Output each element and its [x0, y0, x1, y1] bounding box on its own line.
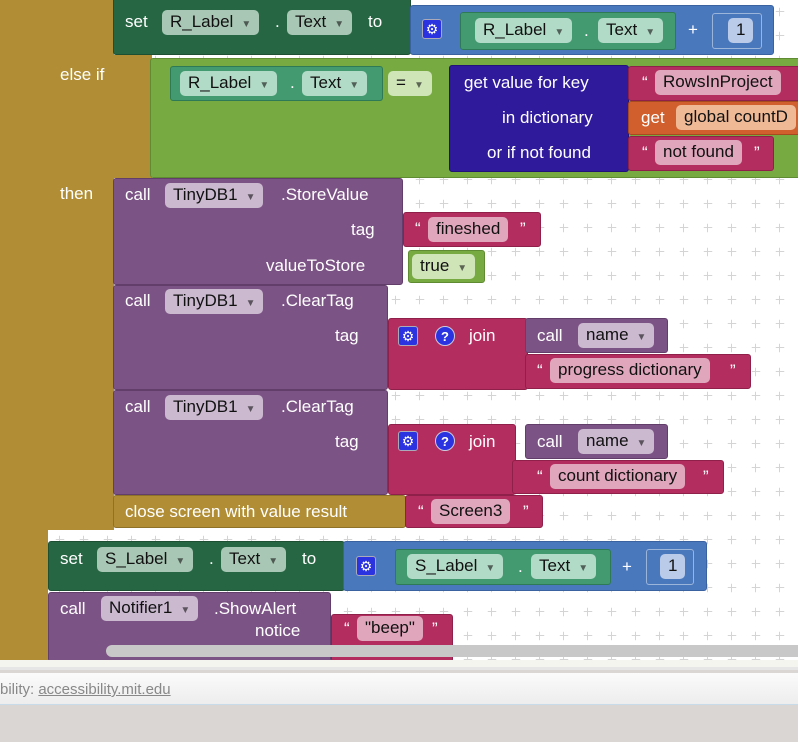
text-field[interactable]: Screen3 [431, 499, 511, 524]
horizontal-scrollbar[interactable] [106, 645, 798, 657]
number-field[interactable]: 1 [728, 18, 754, 43]
component-dropdown[interactable]: TinyDB1▼ [165, 395, 264, 420]
text-field[interactable]: count dictionary [550, 464, 686, 489]
join-label: join [469, 326, 496, 345]
to-label: to [368, 12, 383, 31]
dictionary-lookup-block[interactable] [449, 65, 629, 172]
gear-icon[interactable]: ⚙ [398, 326, 418, 346]
operator-dropdown[interactable]: =▼ [388, 71, 432, 96]
quote: ” [730, 361, 736, 380]
plus-label: + [622, 557, 632, 576]
get-value-label: get value for key [464, 73, 589, 92]
quote: ” [432, 619, 438, 638]
number-field[interactable]: 1 [660, 554, 686, 579]
property-dropdown[interactable]: Text▼ [302, 71, 368, 96]
component-dropdown[interactable]: R_Label▼ [180, 71, 278, 96]
then-label: then [60, 184, 94, 203]
join-label: join [469, 432, 496, 451]
variable-dropdown[interactable]: global countD [676, 105, 796, 130]
not-found-label: or if not found [487, 143, 591, 162]
boolean-dropdown[interactable]: true▼ [412, 254, 476, 279]
quote: “ [537, 467, 543, 486]
set-label: set [125, 12, 148, 31]
divider [0, 660, 798, 670]
method-label: .ClearTag [281, 397, 354, 416]
component-dropdown[interactable]: TinyDB1▼ [165, 183, 264, 208]
quote: “ [344, 619, 350, 638]
method-label: .ClearTag [281, 291, 354, 310]
footer: bility: accessibility.mit.edu [0, 673, 798, 705]
gear-icon[interactable]: ⚙ [398, 431, 418, 451]
text-field[interactable]: fineshed [428, 217, 509, 242]
quote: ” [520, 219, 526, 238]
dot: . [584, 21, 589, 40]
component-dropdown[interactable]: R_Label▼ [475, 18, 573, 43]
call-label: call [125, 185, 151, 204]
property-dropdown[interactable]: Text▼ [287, 10, 353, 35]
footer-text: bility: [0, 681, 39, 698]
if-block[interactable] [0, 0, 48, 660]
dot: . [275, 12, 280, 31]
accessibility-link[interactable]: accessibility.mit.edu [38, 681, 171, 698]
quote: ” [703, 467, 709, 486]
component-dropdown[interactable]: R_Label▼ [162, 10, 260, 35]
dot: . [290, 73, 295, 92]
property-dropdown[interactable]: Text▼ [598, 18, 664, 43]
dot: . [518, 557, 523, 576]
text-field[interactable]: RowsInProject [655, 70, 781, 95]
set-label: set [60, 549, 83, 568]
quote: “ [537, 361, 543, 380]
set-s-label-block[interactable] [48, 541, 345, 591]
quote: ” [523, 502, 529, 521]
plus-label: + [688, 20, 698, 39]
dot: . [209, 549, 214, 568]
text-field[interactable]: "beep" [357, 616, 423, 641]
call-label: call [60, 599, 86, 618]
set-r-label-block[interactable] [113, 0, 411, 55]
quote: “ [642, 73, 648, 92]
tag-label: tag [335, 326, 359, 345]
call-label: call [537, 326, 563, 345]
quote: “ [418, 502, 424, 521]
close-screen-block[interactable] [113, 495, 406, 528]
to-label: to [302, 549, 317, 568]
method-label: .StoreValue [281, 185, 369, 204]
in-dictionary-label: in dictionary [502, 108, 593, 127]
call-label: call [537, 432, 563, 451]
tag-label: tag [351, 220, 375, 239]
elseif-label: else if [60, 65, 105, 84]
notice-label: notice [255, 621, 301, 640]
property-dropdown[interactable]: Text▼ [531, 554, 597, 579]
get-label: get [641, 108, 665, 127]
procedure-dropdown[interactable]: name▼ [578, 429, 655, 454]
component-dropdown[interactable]: TinyDB1▼ [165, 289, 264, 314]
call-label: call [125, 291, 151, 310]
tag-label: tag [335, 432, 359, 451]
quote: “ [415, 219, 421, 238]
gear-icon[interactable]: ⚙ [356, 556, 376, 576]
component-dropdown[interactable]: S_Label▼ [97, 547, 194, 572]
component-dropdown[interactable]: Notifier1▼ [101, 596, 199, 621]
blocks-workspace[interactable]: else if then set R_Label▼ . Text▼ to ⚙ R… [0, 0, 798, 660]
help-icon[interactable]: ? [435, 431, 455, 451]
quote: ” [754, 143, 760, 162]
quote: “ [642, 143, 648, 162]
text-field[interactable]: not found [655, 140, 742, 165]
value-to-store-label: valueToStore [266, 256, 366, 275]
call-label: call [125, 397, 151, 416]
component-dropdown[interactable]: S_Label▼ [407, 554, 504, 579]
help-icon[interactable]: ? [435, 326, 455, 346]
close-screen-label: close screen with value result [125, 502, 348, 521]
elseif-row [48, 55, 152, 178]
gear-icon[interactable]: ⚙ [422, 19, 442, 39]
property-dropdown[interactable]: Text▼ [221, 547, 287, 572]
text-field[interactable]: progress dictionary [550, 358, 710, 383]
method-label: .ShowAlert [214, 599, 297, 618]
procedure-dropdown[interactable]: name▼ [578, 323, 655, 348]
